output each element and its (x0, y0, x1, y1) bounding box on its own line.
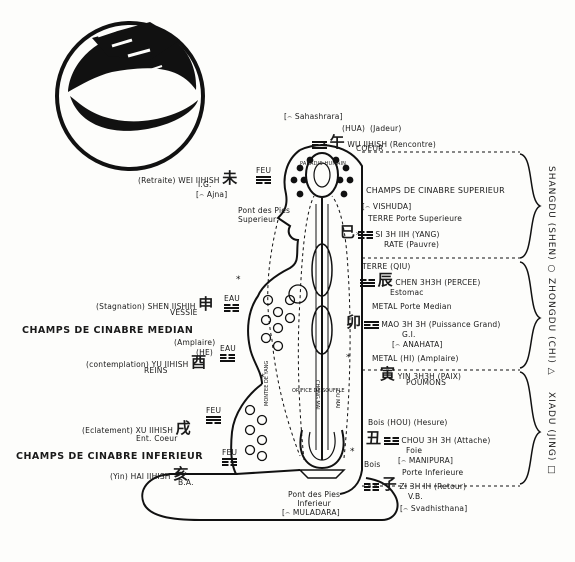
zone-xiadu: XIADU (JING) □ (546, 392, 556, 475)
label-ent-coeur: Ent. Coeur (136, 434, 178, 443)
svg-text:*: * (350, 447, 355, 457)
label-estomac: Estomac (390, 288, 424, 297)
label-yin-zhen: 寅 YIN 3H3H (PAIX) (380, 365, 462, 383)
svg-text:*: * (260, 373, 265, 383)
label-bois-hou: Bois (HOU) (Hesure) (368, 418, 448, 427)
label-feu-3: FEU (222, 448, 237, 467)
svg-text:*: * (236, 275, 241, 285)
figure-outline (141, 144, 399, 521)
star-marks: * * * * * * (236, 141, 361, 457)
label-eau-2: EAU (220, 344, 236, 363)
label-metal-hi: METAL (HI) (Amplaire) (372, 354, 459, 363)
label-bois-2: Bois (364, 460, 381, 469)
label-coeur: COEUR (356, 144, 384, 153)
label-champs-inferieur: CHAMPS DE CINABRE INFERIEUR (16, 451, 204, 462)
chong-mai-channel (298, 152, 346, 479)
svg-text:*: * (322, 141, 327, 151)
body-circles (244, 284, 308, 462)
channel-label-chong: CHONG MAI (314, 380, 320, 410)
meridian-paths (267, 195, 351, 461)
channel-label-montee: MONTEE DE YANG (264, 361, 270, 406)
label-amplaire: (Amplaire) (174, 338, 216, 347)
label-you: (contemplation) YU IIHISH 酉 (86, 353, 207, 371)
label-champs-sup: CHAMPS DE CINABRE SUPERIEUR (366, 186, 505, 195)
zone-frames (362, 151, 542, 487)
label-porte-inf: Porte Inferieure (402, 468, 464, 477)
zone-shangdu: SHANGDU (SHEN) ○ (546, 166, 556, 274)
label-vessie: VESSIE (170, 308, 198, 317)
label-feu-1: FEU (256, 166, 271, 185)
label-ig: I.G. (198, 180, 212, 189)
label-eau-1: EAU (224, 294, 240, 313)
label-sahashrara: [⌢ Sahashrara] (284, 112, 343, 121)
label-manipura: [⌢ MANIPURA] (398, 456, 454, 465)
label-terre-qiu: TERRE (QIU) (362, 262, 411, 271)
label-gi: G.I. (402, 330, 416, 339)
label-feu-2: FEU (206, 406, 221, 425)
label-si: 巳 SI 3H IIH (YANG) (340, 223, 440, 241)
channel-label-orifice: ORIFICE DE SOUFFLE (292, 388, 345, 394)
label-zi: 子 ZI 3H IH (Retour) (364, 476, 466, 492)
label-hai: (Yin) HAI IIHISH 亥 (110, 465, 189, 483)
label-terre-porte: TERRE Porte Superieure (368, 214, 463, 223)
label-xu: (Eclatement) XU IIHISH 戌 (82, 419, 191, 437)
label-wei: (Retraite) WEI IIHISH 未 (138, 169, 238, 187)
label-hua: (HUA) (342, 124, 366, 133)
label-shen: (Stagnation) SHEN IISHIH 申 (96, 295, 214, 313)
label-vb: V.B. (408, 492, 423, 501)
label-porte-median: METAL Porte Median (372, 302, 452, 311)
label-champs-median: CHAMPS DE CINABRE MEDIAN (22, 325, 194, 336)
label-vishuda: [⌢ VISHUDA] (362, 202, 412, 211)
label-anahata: [⌢ ANAHATA] (392, 340, 443, 349)
label-he: (HE) (196, 348, 214, 357)
zone-zhongdu: ZHONGDU (CHI) △ (546, 278, 556, 376)
channel-label-du: DU MAI (334, 390, 340, 408)
label-ba: B.A. (178, 478, 194, 487)
channel-labels: CHONG MAI DU MAI MONTEE DE YANG ORIFICE … (264, 361, 345, 410)
label-reins: REINS (144, 366, 168, 375)
point-dots (290, 156, 354, 198)
svg-text:*: * (346, 353, 351, 363)
label-wu: 午 WU IIHISH (Rencontre) (312, 134, 436, 150)
svg-text:*: * (356, 231, 361, 241)
label-paradis: PARADIS HUMAIN (300, 161, 347, 167)
label-chou: 丑 CHOU 3H 3H (Attache) (366, 429, 491, 447)
label-ajna: [⌢ Ajna] (196, 190, 228, 199)
emblem-seal (55, 21, 205, 171)
label-svad: [⌢ Svadhisthana] (400, 504, 468, 513)
label-jadeur: (Jadeur) (370, 124, 402, 133)
label-mao: 卯 MAO 3H 3H (Puissance Grand) (346, 313, 501, 331)
label-chen: 辰 CHEN 3H3H (PERCEE) (360, 272, 480, 288)
label-poumons: POUMONS (406, 378, 447, 387)
label-rate: RATE (Pauvre) (384, 240, 440, 249)
label-muladhara: [⌢ MULADARA] (282, 508, 340, 517)
label-foie: Foie (406, 446, 423, 455)
